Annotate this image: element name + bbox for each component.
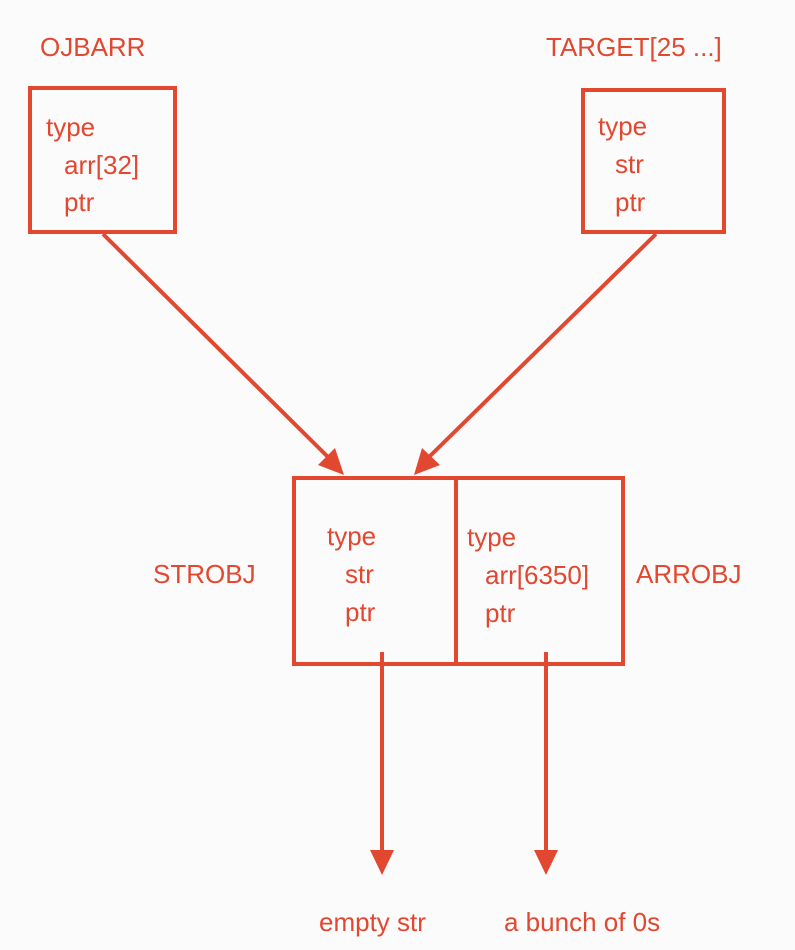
ojbarr-field-type: type bbox=[46, 112, 96, 142]
arrobj-title: ARROBJ bbox=[636, 559, 742, 589]
target-field-type: type bbox=[598, 111, 648, 141]
target-field-ptr: ptr bbox=[615, 187, 646, 217]
ojbarr-field-ptr: ptr bbox=[64, 187, 95, 217]
arrobj-field-type: type bbox=[467, 522, 517, 552]
ojbarr-field-arr: arr[32] bbox=[64, 150, 140, 180]
target-box bbox=[581, 88, 726, 234]
target-title: TARGET[25 ...] bbox=[546, 32, 722, 62]
ojbarr-title: OJBARR bbox=[40, 32, 146, 62]
strobj-field-ptr: ptr bbox=[345, 597, 376, 627]
arrowhead-ojbarr bbox=[318, 448, 344, 475]
arrowhead-empty-str bbox=[370, 850, 394, 875]
strobj-field-str: str bbox=[345, 559, 374, 589]
strobj-arrobj-divider bbox=[454, 476, 458, 666]
arrobj-field-ptr: ptr bbox=[485, 598, 516, 628]
strobj-title: STROBJ bbox=[153, 559, 256, 589]
arrobj-field-arr: arr[6350] bbox=[485, 560, 590, 590]
output-empty-str: empty str bbox=[319, 907, 426, 937]
arrowhead-zeros bbox=[534, 850, 558, 875]
output-bunch-of-zeros: a bunch of 0s bbox=[504, 907, 661, 937]
arrow-ojbarr-to-strobj bbox=[101, 232, 332, 461]
strobj-field-type: type bbox=[327, 521, 377, 551]
target-field-str: str bbox=[615, 149, 644, 179]
strobj-arrobj-box bbox=[292, 476, 625, 666]
arrow-target-to-strobj bbox=[426, 232, 658, 460]
arrowhead-target bbox=[414, 448, 440, 475]
ojbarr-box bbox=[28, 86, 177, 234]
